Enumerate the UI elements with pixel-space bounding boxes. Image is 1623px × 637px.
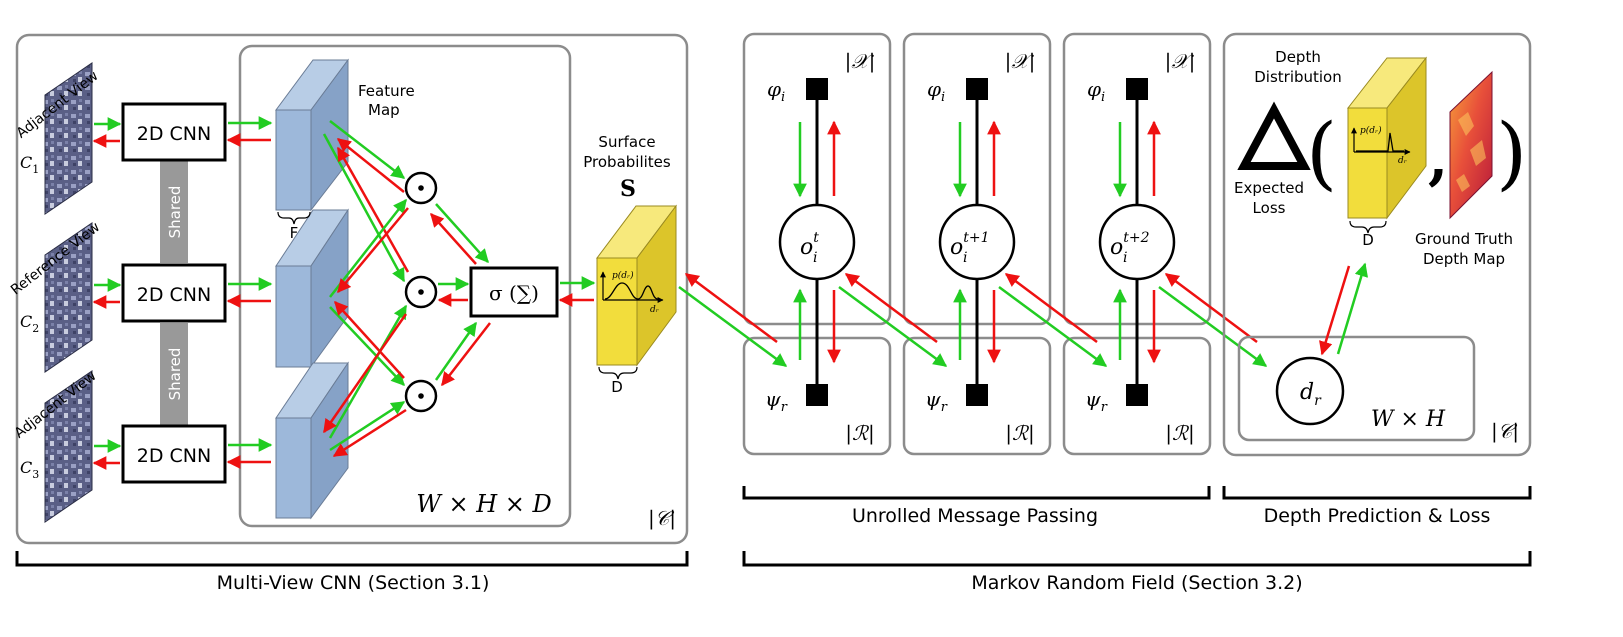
volume-dim-label: W × H × D (416, 490, 552, 518)
surface-px-label: dᵣ (650, 305, 659, 315)
feature-dot-arrows (322, 120, 410, 458)
view-image-1 (44, 62, 93, 215)
mrf-x-dim-3: |𝒳| (1165, 49, 1196, 74)
cnn-panel-dim-label: |𝒞| (648, 506, 676, 531)
sigma-surface-arrows (558, 276, 596, 307)
feature-map-label-2: Map (368, 101, 400, 119)
cnn-label-2: 2D CNN (137, 284, 211, 306)
bracket-unrolled (742, 486, 1211, 500)
multiview-cnn-panel (15, 33, 689, 545)
dot-sigma-arrows (430, 203, 491, 387)
paren-close: ) (1496, 106, 1527, 199)
mrf-r-dim-1: |ℛ| (845, 421, 874, 446)
depth-distribution-volume (1346, 56, 1428, 220)
cnn-block-2: 2D CNN (121, 263, 227, 323)
cnn-block-1: 2D CNN (121, 102, 227, 162)
section-mrf-label: Markov Random Field (Section 3.2) (971, 572, 1302, 594)
depth-loss-arrows (1319, 262, 1369, 356)
feature-dim-label: F (290, 224, 299, 242)
depth-px-label: dᵣ (1398, 156, 1407, 166)
surface-symbol: S (620, 176, 636, 202)
feature-map-1 (275, 58, 349, 212)
section-multiview-label: Multi-View CNN (Section 3.1) (217, 572, 490, 594)
section-depth-label: Depth Prediction & Loss (1264, 505, 1491, 527)
depth-dim-brace (1349, 220, 1387, 234)
surface-probability-volume (596, 204, 677, 367)
dot-node-3 (404, 379, 438, 413)
shared-label-top: Shared (166, 186, 184, 239)
mrf-graph-3 (1098, 78, 1176, 406)
mrf-psi-2: ψr (925, 387, 948, 415)
view-image-3 (44, 370, 93, 523)
mrf-r-dim-2: |ℛ| (1005, 421, 1034, 446)
surface-py-label: p(dᵣ) (612, 270, 634, 281)
depth-panel (1222, 32, 1532, 457)
mrf-psi-1: ψr (765, 387, 788, 415)
shared-bar-top (160, 161, 188, 263)
cnn-feature-arrows (226, 116, 273, 469)
cnn-block-3: 2D CNN (121, 424, 227, 484)
view-image-2 (44, 222, 93, 373)
section-unrolled-label: Unrolled Message Passing (852, 505, 1098, 527)
feature-map-3 (275, 361, 349, 520)
cnn-label-1: 2D CNN (137, 123, 211, 145)
surface-dim-label: D (611, 378, 623, 396)
feature-map-2 (275, 208, 349, 369)
mrf-psi-3: ψr (1085, 387, 1108, 415)
surface-label-1: Surface (598, 133, 655, 151)
mrf-x-dim-2: |𝒳| (1005, 49, 1036, 74)
cost-volume-panel (238, 44, 572, 528)
bracket-multiview (15, 551, 689, 567)
camera-label-1: C1 (20, 153, 39, 176)
mrf-graph-1 (778, 78, 856, 406)
camera-label-2: C2 (20, 312, 39, 335)
depth-distribution-label-1: Depth (1275, 48, 1321, 66)
feature-dim-brace (277, 211, 311, 225)
shared-bar-bottom (160, 323, 188, 425)
expected-loss-label-1: Expected (1234, 179, 1304, 197)
surface-distribution-plot: p(dᵣ) dᵣ (600, 270, 664, 315)
mrf-phi-3: φi (1087, 77, 1105, 105)
depth-inner-panel (1237, 335, 1476, 442)
expected-loss-label-2: Loss (1253, 199, 1286, 217)
shared-label-bottom: Shared (166, 348, 184, 401)
depth-node (1275, 356, 1345, 426)
surface-dim-brace (598, 366, 638, 380)
depth-node-label: dr (1300, 380, 1322, 409)
delta-symbol: Δ (0, 0, 1, 1)
mrf-x-dim-1: |𝒳| (845, 49, 876, 74)
depth-outer-dim: |𝒞| (1491, 419, 1519, 444)
dot-node-2 (404, 275, 438, 309)
bracket-depth (1222, 486, 1532, 500)
mrf-r-dim-3: |ℛ| (1165, 421, 1194, 446)
depth-distribution-label-2: Distribution (1254, 68, 1342, 86)
bracket-mrf (742, 551, 1532, 567)
feature-map-label-1: Feature (358, 82, 415, 100)
paren-open: ( (1306, 106, 1337, 199)
mrf-graph-2 (938, 78, 1016, 406)
comma: , (1428, 124, 1448, 192)
surface-label-2: Probabilites (583, 153, 671, 171)
depth-dim-label: D (1362, 231, 1374, 249)
sigma-label: σ (∑) (489, 281, 539, 305)
ground-truth-depth-map (1449, 70, 1493, 220)
view-cnn-arrows (92, 117, 122, 470)
mrf-phi-1: φi (767, 77, 785, 105)
delta-icon (1237, 101, 1311, 170)
ground-truth-label-2: Depth Map (1423, 250, 1505, 268)
dot-node-1 (404, 171, 438, 205)
depth-distribution-plot: p(dᵣ) dᵣ (1351, 125, 1411, 166)
depth-py-label: p(dᵣ) (1360, 125, 1382, 136)
mrf-phi-2: φi (927, 77, 945, 105)
camera-label-3: C3 (20, 458, 39, 481)
cnn-label-3: 2D CNN (137, 445, 211, 467)
mrf-message-arrows (678, 272, 1268, 368)
depth-inner-dim: W × H (1371, 407, 1446, 432)
sigma-sum-block: σ (∑) (469, 266, 559, 318)
ground-truth-label-1: Ground Truth (1415, 230, 1513, 248)
